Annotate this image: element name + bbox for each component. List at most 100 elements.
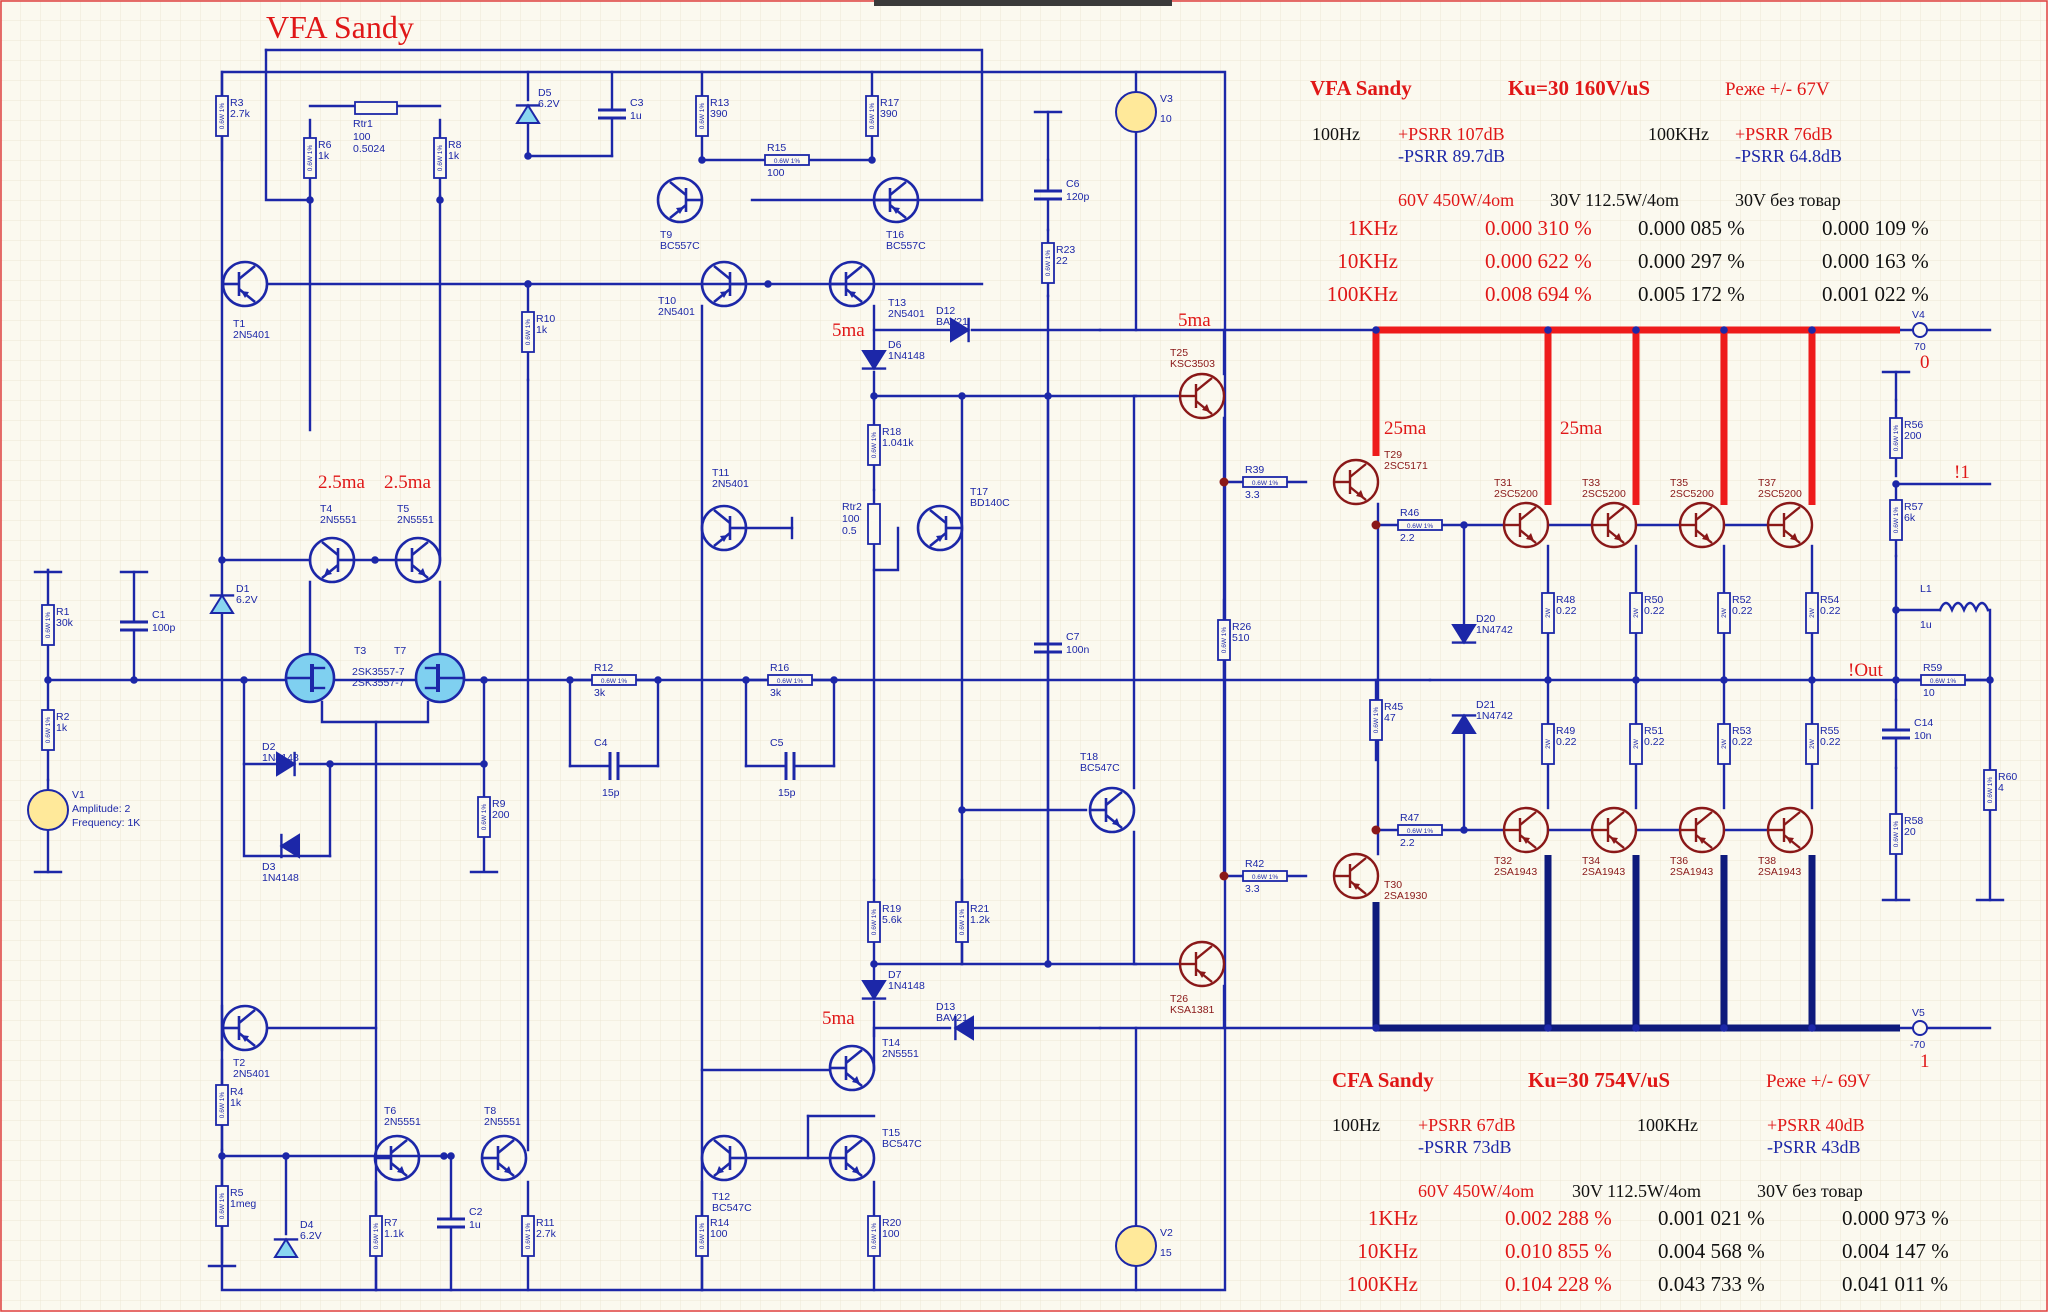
resistor-r53 bbox=[1717, 723, 1731, 765]
cfa-row-2-thd-noload: 0.004 147 % bbox=[1842, 1239, 1949, 1263]
resistor-value: 100 bbox=[882, 1228, 900, 1240]
transistor-type: 2N5401 bbox=[233, 1068, 270, 1080]
resistor-r48 bbox=[1541, 592, 1555, 634]
junction-dot bbox=[1892, 606, 1900, 614]
resistor-id: R53 bbox=[1732, 725, 1751, 737]
current-note-t4: 2.5ma bbox=[318, 472, 366, 493]
junction-dot bbox=[870, 392, 878, 400]
junction-dot bbox=[1372, 1024, 1380, 1032]
cfa-psrr-pos-100khz: +PSRR 40dB bbox=[1767, 1115, 1865, 1135]
resistor-value: 1k bbox=[56, 722, 68, 734]
resistor-r15 bbox=[764, 154, 810, 166]
transistor-arrow bbox=[1526, 533, 1534, 541]
diode-value: 6.2V bbox=[236, 594, 258, 606]
transistor-type: 2SC5200 bbox=[1582, 488, 1626, 500]
resistor-id: R12 bbox=[594, 662, 613, 674]
transistor-id: T11 bbox=[712, 467, 729, 479]
resistor-r11 bbox=[521, 1215, 535, 1257]
resistor-r47 bbox=[1397, 824, 1443, 836]
junction-dot bbox=[1808, 676, 1816, 684]
resistor-r50 bbox=[1629, 592, 1643, 634]
resistor-value: 100 bbox=[710, 1228, 728, 1240]
resistor-id: R51 bbox=[1644, 725, 1663, 737]
vfa-panel-title: VFA Sandy bbox=[1310, 76, 1412, 100]
transistor-collector bbox=[1195, 945, 1213, 960]
resistor-id: R45 bbox=[1384, 701, 1403, 713]
resistor-r59 bbox=[1920, 674, 1966, 686]
trimmer-position: 0.5024 bbox=[353, 143, 385, 155]
resistor-r56 bbox=[1889, 417, 1903, 459]
transistor-id: T32 bbox=[1494, 855, 1512, 867]
junction-dot bbox=[958, 392, 966, 400]
junction-dot bbox=[130, 676, 138, 684]
resistor-rating: 2W bbox=[1545, 607, 1552, 618]
resistor-id: R57 bbox=[1904, 501, 1923, 513]
junction-dot bbox=[306, 196, 314, 204]
resistor-value: 10 bbox=[1923, 687, 1935, 699]
transistor-arrow bbox=[241, 291, 249, 298]
transistor-type: 2N5551 bbox=[320, 514, 357, 526]
vfa-row-1-freq: 1KHz bbox=[1347, 216, 1398, 240]
transistor-type: BC557C bbox=[660, 240, 700, 252]
diode-id: D5 bbox=[538, 87, 552, 99]
junction-dot bbox=[240, 676, 248, 684]
transistor-id: T14 bbox=[882, 1037, 900, 1049]
capacitor-value: 10n bbox=[1914, 730, 1932, 742]
transistor-type: BC547C bbox=[1080, 762, 1120, 774]
resistor-id: R2 bbox=[56, 711, 70, 723]
wire bbox=[264, 48, 312, 202]
resistor-r45 bbox=[1369, 699, 1383, 741]
cfa-psrr-pos-100hz: +PSRR 67dB bbox=[1418, 1115, 1516, 1135]
resistor-rating: 0.6W 1% bbox=[1373, 707, 1380, 734]
resistor-id: R54 bbox=[1820, 594, 1839, 606]
vfa-row-3-thd-30v: 0.005 172 % bbox=[1638, 282, 1745, 306]
transistor-arrow bbox=[720, 535, 728, 542]
top-scrollbar[interactable] bbox=[874, 0, 1172, 6]
resistor-id: R60 bbox=[1998, 771, 2017, 783]
cfa-row-1-thd-noload: 0.000 973 % bbox=[1842, 1206, 1949, 1230]
resistor-rating: 0.6W 1% bbox=[45, 717, 52, 744]
resistor-r10 bbox=[521, 311, 535, 353]
cfa-freq-100hz: 100Hz bbox=[1332, 1115, 1380, 1135]
cfa-row-3-thd-noload: 0.041 011 % bbox=[1842, 1272, 1948, 1296]
transistor-id: T18 bbox=[1080, 751, 1098, 763]
current-note-t29: 25ma bbox=[1384, 418, 1427, 439]
v4-value: 70 bbox=[1914, 341, 1926, 353]
resistor-r42 bbox=[1242, 870, 1288, 882]
transistor-type: 2N5551 bbox=[397, 514, 434, 526]
resistor-rating: 0.6W 1% bbox=[525, 1223, 532, 1250]
wire bbox=[872, 526, 900, 572]
v5-value: -70 bbox=[1910, 1039, 1925, 1051]
resistor-id: R14 bbox=[710, 1217, 729, 1229]
transistor-arrow bbox=[1356, 490, 1364, 498]
cfa-col-header-2: 30V 112.5W/4om bbox=[1572, 1181, 1701, 1201]
transistor-id: T33 bbox=[1582, 477, 1600, 489]
resistor-rating: 0.6W 1% bbox=[525, 319, 532, 346]
junction-dot bbox=[1892, 480, 1900, 488]
cfa-psrr-neg-100khz: -PSRR 43dB bbox=[1767, 1137, 1861, 1157]
resistor-value: 0.22 bbox=[1644, 736, 1665, 748]
cfa-row-3-thd-60v: 0.104 228 % bbox=[1505, 1272, 1612, 1296]
transistor-type: 2SA1943 bbox=[1758, 866, 1801, 878]
resistor-r23 bbox=[1041, 242, 1055, 284]
resistor-r49 bbox=[1541, 723, 1555, 765]
transistor-collector bbox=[1783, 506, 1801, 521]
vfa-rail-voltage: Реже +/- 67V bbox=[1725, 79, 1830, 100]
transistor-collector bbox=[713, 1138, 731, 1155]
cfa-col-header-1: 60V 450W/4om bbox=[1418, 1181, 1535, 1201]
transistor-arrow bbox=[418, 568, 426, 576]
junction-dot bbox=[1808, 1024, 1816, 1032]
resistor-id: R19 bbox=[882, 903, 901, 915]
v5-net: 1 bbox=[1920, 1051, 1930, 1072]
diode-value: 1N4148 bbox=[262, 872, 299, 884]
transistor-collector bbox=[238, 264, 256, 281]
resistor-r3 bbox=[215, 95, 229, 137]
transistor-emitter bbox=[845, 1161, 863, 1178]
junction-dot bbox=[1986, 676, 1994, 684]
junction-dot bbox=[868, 156, 876, 164]
transistor-collector bbox=[1519, 506, 1537, 521]
capacitor-value: 15p bbox=[778, 787, 796, 799]
transistor-collector bbox=[713, 264, 731, 281]
resistor-value: 2.7k bbox=[230, 108, 251, 120]
resistor-value: 0.22 bbox=[1732, 736, 1753, 748]
